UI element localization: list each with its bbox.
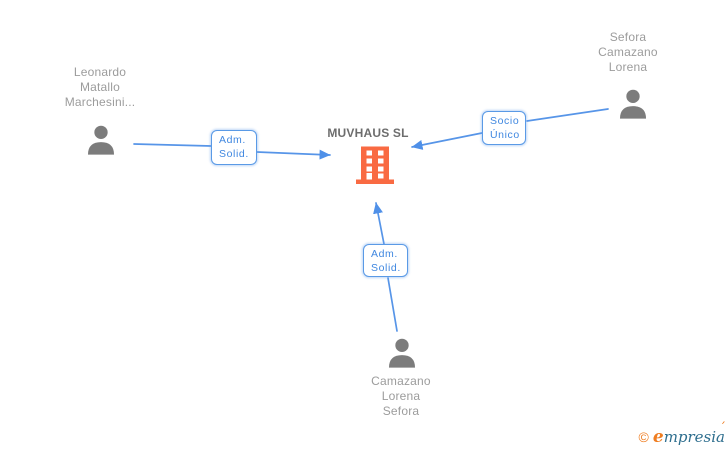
person-icon-sefora[interactable] [616,86,650,122]
logo-brand-text: empresia´ [652,421,726,447]
company-name: MUVHAUS SL [327,126,409,140]
connector-person-left-to-label [133,143,212,147]
person-name-camazano: Camazano Lorena Sefora [371,374,431,418]
connector-label-bottom-to-company-arrow [373,202,385,245]
empresia-logo[interactable]: © empresia´ [638,421,726,447]
connector-label-right-to-company-arrow [411,132,483,150]
person-icon-leonardo[interactable] [84,122,118,158]
person-name-leonardo: Leonardo Matallo Marchesini... [64,65,136,109]
logo-brand-lead: e [652,427,664,447]
connector-label-left-to-company-arrow [256,149,331,160]
relation-label-socio-unico: Socio Único [482,111,526,145]
connector-person-bottom-to-label [387,277,398,332]
building-icon[interactable] [355,143,395,185]
person-icon-camazano[interactable] [385,335,419,371]
logo-brand-tail: mpresia [663,428,725,446]
connector-person-right-to-label [526,108,609,122]
person-name-sefora: Sefora Camazano Lorena [598,30,658,74]
copyright-icon: © [638,429,649,445]
relation-label-adm-solid-left: Adm. Solid. [211,130,257,165]
relation-label-adm-solid-bottom: Adm. Solid. [363,244,408,277]
logo-brand-accent: ´ [719,421,727,436]
